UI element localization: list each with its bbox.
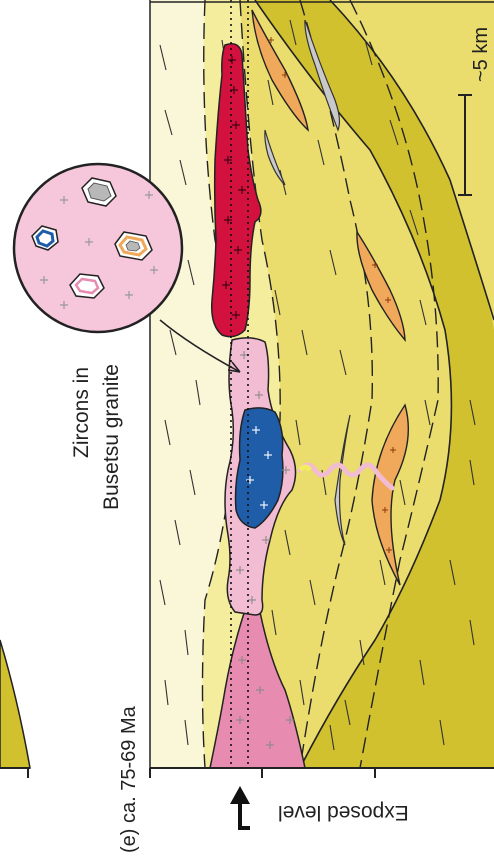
exposed-level-label: Exposed level [278,800,409,824]
zircon-inset [14,164,182,332]
cross-section-body [150,0,494,768]
zircon-crystal-icon [82,178,116,206]
zircon-crystal-icon [115,232,152,260]
previous-panel-edge [0,640,30,778]
panel-label: (e) ca. 75-69 Ma [118,683,140,853]
exposed-level-arrow-icon [230,786,250,828]
inset-label-line1: Zircons in [70,367,94,458]
inset-label-line2: Busetsu granite [100,364,124,510]
scale-label: ~5 km [470,27,492,82]
